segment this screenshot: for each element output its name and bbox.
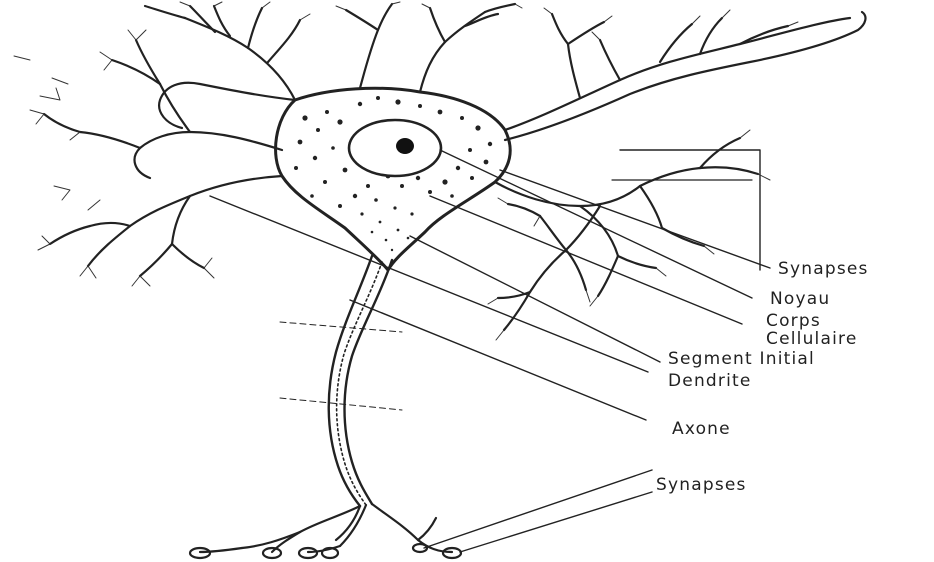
label-synapses-top: Synapses [778, 260, 869, 279]
leader-synapses-bottom-2 [460, 492, 652, 552]
label-cellulaire: Cellulaire [766, 330, 858, 349]
leader-corps-cellulaire [430, 196, 742, 324]
leader-synapses-bottom-1 [424, 470, 652, 548]
axon [280, 256, 402, 506]
label-segment-initial: Segment Initial [668, 350, 815, 369]
label-noyau: Noyau [770, 290, 830, 309]
leader-segment-initial [410, 236, 660, 362]
label-axone: Axone [672, 420, 731, 439]
label-synapses-bottom: Synapses [656, 476, 747, 495]
cell-body [276, 88, 511, 270]
label-dendrite: Dendrite [668, 372, 752, 391]
leader-dendrite [210, 196, 648, 372]
leader-synapses-top [500, 170, 770, 268]
dendrites [44, 4, 865, 330]
axon-terminals [190, 504, 461, 558]
leader-noyau [440, 150, 752, 298]
leader-axone [350, 300, 646, 420]
